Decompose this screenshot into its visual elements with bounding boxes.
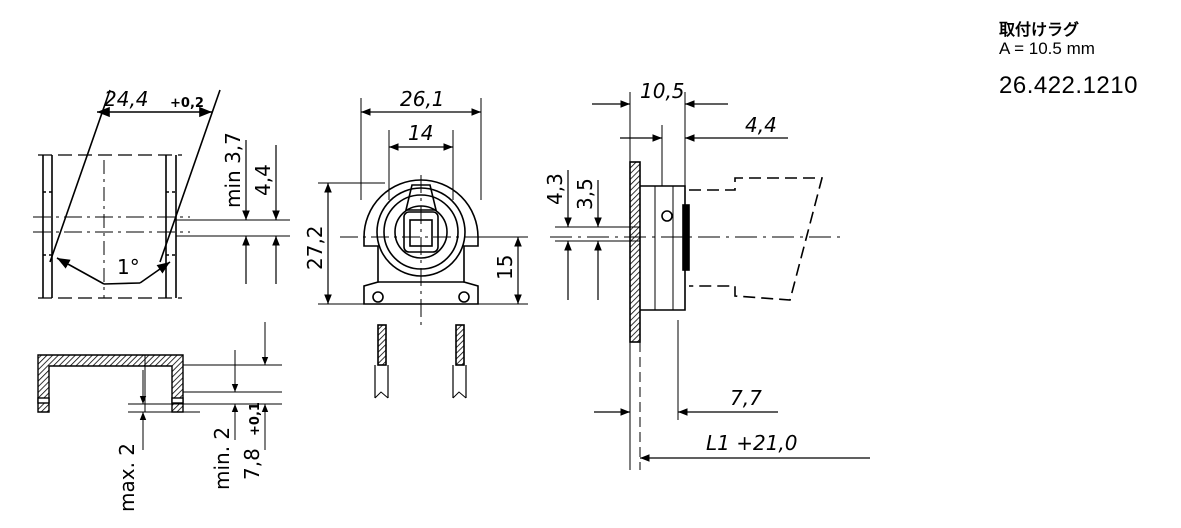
dim-26-1: 26,1 xyxy=(400,87,445,111)
front-view xyxy=(318,98,528,399)
dim-14: 14 xyxy=(408,121,433,145)
dim-3-5: 3,5 xyxy=(573,178,597,210)
section-view xyxy=(37,322,282,450)
dim-10-5: 10,5 xyxy=(640,79,685,103)
dim-7-7: 7,7 xyxy=(730,386,762,410)
a-value: A = 10.5 mm xyxy=(999,39,1095,58)
product-info: 取付けラグ A = 10.5 mm 26.422.1210 xyxy=(999,20,1138,100)
dim-min-3-7: min 3,7 xyxy=(221,132,245,208)
lug-label: 取付けラグ xyxy=(999,20,1080,39)
dim-24-4: 24,4 xyxy=(104,87,149,111)
cutout-view xyxy=(33,89,290,299)
dim-7-8: 7,8 xyxy=(240,448,264,480)
dim-4-4-right: 4,4 xyxy=(745,113,777,137)
part-number: 26.422.1210 xyxy=(999,72,1138,99)
dim-tol-02: +0,2 xyxy=(170,96,204,111)
dim-tol-01: +0,1 xyxy=(248,402,263,436)
dim-max-2: max. 2 xyxy=(115,443,139,512)
side-view xyxy=(550,92,870,470)
dim-l1: L1 +21,0 xyxy=(706,431,798,455)
dim-4-4-left: 4,4 xyxy=(251,164,275,196)
dim-1-deg: 1° xyxy=(117,255,140,279)
dim-min-2: min. 2 xyxy=(210,427,234,490)
dim-27-2: 27,2 xyxy=(303,225,327,270)
dim-4-3: 4,3 xyxy=(543,173,567,205)
dim-15: 15 xyxy=(493,255,517,280)
